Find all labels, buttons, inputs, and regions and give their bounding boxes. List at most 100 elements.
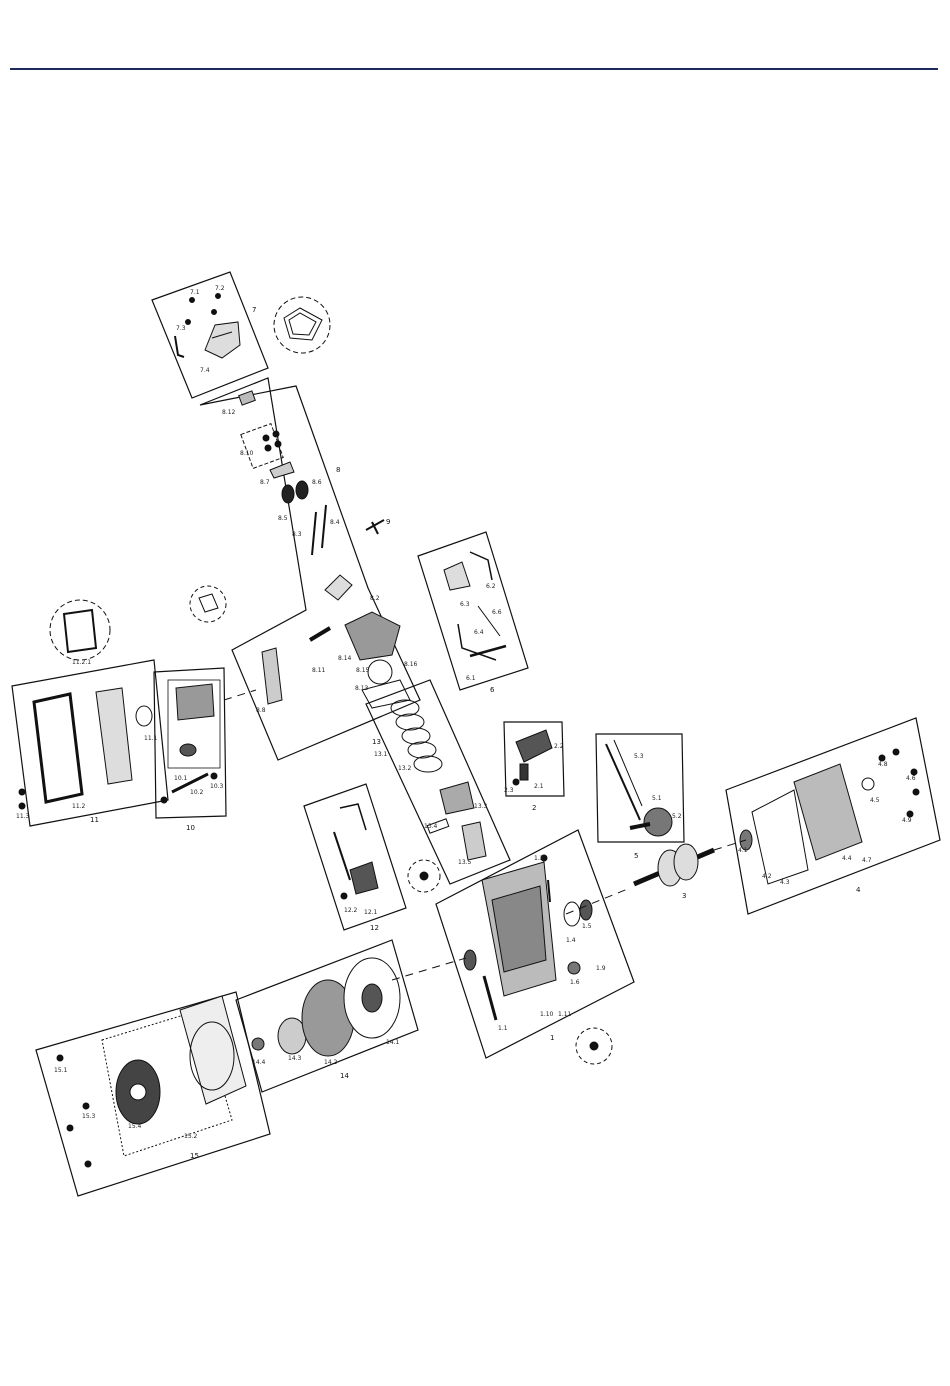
group-15-recoil-starter: 15.1 15.3 15.4 15.2 15 bbox=[35, 991, 271, 1197]
label-15-1: 15.1 bbox=[54, 1067, 68, 1074]
label-8-10: 8.10 bbox=[240, 450, 254, 457]
label-8-12: 8.12 bbox=[222, 409, 236, 416]
label-1-10: 1.10 bbox=[540, 1011, 554, 1018]
label-4-7: 4.7 bbox=[862, 857, 872, 864]
label-8-7: 8.7 bbox=[260, 479, 270, 486]
label-7-2: 7.2 bbox=[215, 285, 225, 292]
label-1-11: 1.11 bbox=[558, 1011, 572, 1018]
crankshaft: 3 bbox=[633, 843, 715, 900]
group-label-10: 10 bbox=[186, 824, 195, 832]
label-12-2: 12.2 bbox=[344, 907, 358, 914]
label-1-1: 1.1 bbox=[498, 1025, 508, 1032]
gasket-detail-circle bbox=[189, 585, 227, 623]
group-label-13: 13 bbox=[372, 738, 381, 746]
label-6-3: 6.3 bbox=[460, 601, 470, 608]
label-13-1: 13.1 bbox=[374, 751, 388, 758]
group-label-8: 8 bbox=[336, 466, 340, 474]
label-1-9: 1.9 bbox=[596, 965, 606, 972]
group-label-11: 11 bbox=[90, 816, 99, 824]
label-8-8: 8.8 bbox=[256, 707, 266, 714]
label-5-2: 5.2 bbox=[672, 813, 682, 820]
label-4-5: 4.5 bbox=[870, 797, 880, 804]
group-label-1: 1 bbox=[550, 1034, 554, 1042]
label-14-4: 14.4 bbox=[252, 1059, 266, 1066]
label-15-3: 15.3 bbox=[82, 1113, 96, 1120]
label-15-4: 15.4 bbox=[128, 1123, 142, 1130]
label-4-1: 4.1 bbox=[738, 847, 748, 854]
group-label-15: 15 bbox=[190, 1152, 199, 1160]
label-4-4: 4.4 bbox=[842, 855, 852, 862]
label-6-2: 6.2 bbox=[486, 583, 496, 590]
group-7-valve-cover: 7.1 7.2 7.3 7.4 7 bbox=[151, 271, 331, 399]
label-12-1: 12.1 bbox=[364, 909, 378, 916]
label-8-13: 8.13 bbox=[355, 685, 369, 692]
group-label-7: 7 bbox=[252, 306, 256, 314]
group-14-flywheel: 14.4 14.3 14.2 14.1 14 bbox=[235, 939, 419, 1093]
label-11-3: 11.3 bbox=[16, 813, 30, 820]
label-15-2: 15.2 bbox=[184, 1133, 198, 1140]
group-label-14: 14 bbox=[340, 1072, 349, 1080]
label-13-4: 13.4 bbox=[424, 823, 438, 830]
group-13-piston: 13.1 13.2 13.3 13.4 13.5 13 bbox=[365, 679, 511, 885]
group-2-bracket: 2.2 2.3 2.1 2 bbox=[503, 721, 565, 812]
label-8-16: 8.16 bbox=[404, 661, 418, 668]
label-4-3: 4.3 bbox=[780, 879, 790, 886]
label-1-5: 1.5 bbox=[582, 923, 592, 930]
group-label-12: 12 bbox=[370, 924, 379, 932]
label-8-15: 8.15 bbox=[356, 667, 370, 674]
label-6-6: 6.6 bbox=[492, 609, 502, 616]
group-label-2: 2 bbox=[532, 804, 536, 812]
label-4-8: 4.8 bbox=[878, 761, 888, 768]
label-14-1: 14.1 bbox=[386, 1039, 400, 1046]
filter-detail-label: 11.2.1 bbox=[72, 659, 91, 666]
label-10-3: 10.3 bbox=[210, 783, 224, 790]
group-1-crankcase: 1.3 1.4 1.5 1.6 1.9 1.10 1.11 1.1 1 bbox=[435, 829, 635, 1065]
group-6-governor-linkage: 6.2 6.3 6.6 6.4 6.1 6 bbox=[417, 531, 529, 694]
label-4-6: 4.6 bbox=[906, 775, 916, 782]
label-8-2: 8.2 bbox=[370, 595, 380, 602]
group-8-cylinder-head: 8.12 8.10 8.7 8.6 8.5 8.4 8.3 8.2 8.8 8.… bbox=[199, 377, 421, 761]
label-8-11: 8.11 bbox=[312, 667, 326, 674]
label-8-6: 8.6 bbox=[312, 479, 322, 486]
label-8-4: 8.4 bbox=[330, 519, 340, 526]
label-6-1: 6.1 bbox=[466, 675, 476, 682]
label-2-2: 2.2 bbox=[554, 743, 564, 750]
label-7-4: 7.4 bbox=[200, 367, 210, 374]
label-6-4: 6.4 bbox=[474, 629, 484, 636]
label-5-1: 5.1 bbox=[652, 795, 662, 802]
header-rule bbox=[10, 68, 938, 70]
label-13-5: 13.5 bbox=[458, 859, 472, 866]
label-11-2: 11.2 bbox=[72, 803, 86, 810]
label-2-3: 2.3 bbox=[504, 787, 514, 794]
label-2-1: 2.1 bbox=[534, 783, 544, 790]
label-11-1: 11.1 bbox=[144, 735, 158, 742]
label-13-3: 13.3 bbox=[474, 803, 488, 810]
group-label-4: 4 bbox=[856, 886, 861, 894]
group-label-3: 3 bbox=[682, 892, 686, 900]
label-14-2: 14.2 bbox=[324, 1059, 338, 1066]
label-7-3: 7.3 bbox=[176, 325, 186, 332]
group-12-ignition: 12.2 12.1 12 bbox=[303, 783, 441, 932]
label-8-14: 8.14 bbox=[338, 655, 352, 662]
label-5-3: 5.3 bbox=[634, 753, 644, 760]
label-4-2: 4.2 bbox=[762, 873, 772, 880]
label-1-4: 1.4 bbox=[566, 937, 576, 944]
group-4-crankcase-cover: 4.1 4.2 4.3 4.4 4.5 4.6 4.7 4.8 4.9 4 bbox=[725, 717, 941, 915]
label-8-5: 8.5 bbox=[278, 515, 288, 522]
label-4-9: 4.9 bbox=[902, 817, 912, 824]
group-label-9: 9 bbox=[386, 518, 390, 526]
group-label-6: 6 bbox=[490, 686, 495, 694]
label-10-2: 10.2 bbox=[190, 789, 204, 796]
group-10-carburetor: 10.1 10.2 10.3 10 bbox=[153, 667, 227, 832]
group-11-air-filter: 11.3 11.2 11.1 11 11.2.1 bbox=[11, 599, 169, 827]
label-10-1: 10.1 bbox=[174, 775, 188, 782]
label-8-3: 8.3 bbox=[292, 531, 302, 538]
group-5-camshaft: 5.3 5.1 5.2 5 bbox=[595, 733, 685, 860]
label-14-3: 14.3 bbox=[288, 1055, 302, 1062]
label-1-3: 1.3 bbox=[534, 855, 544, 862]
label-7-1: 7.1 bbox=[190, 289, 200, 296]
label-1-6: 1.6 bbox=[570, 979, 580, 986]
group-label-5: 5 bbox=[634, 852, 638, 860]
label-13-2: 13.2 bbox=[398, 765, 412, 772]
